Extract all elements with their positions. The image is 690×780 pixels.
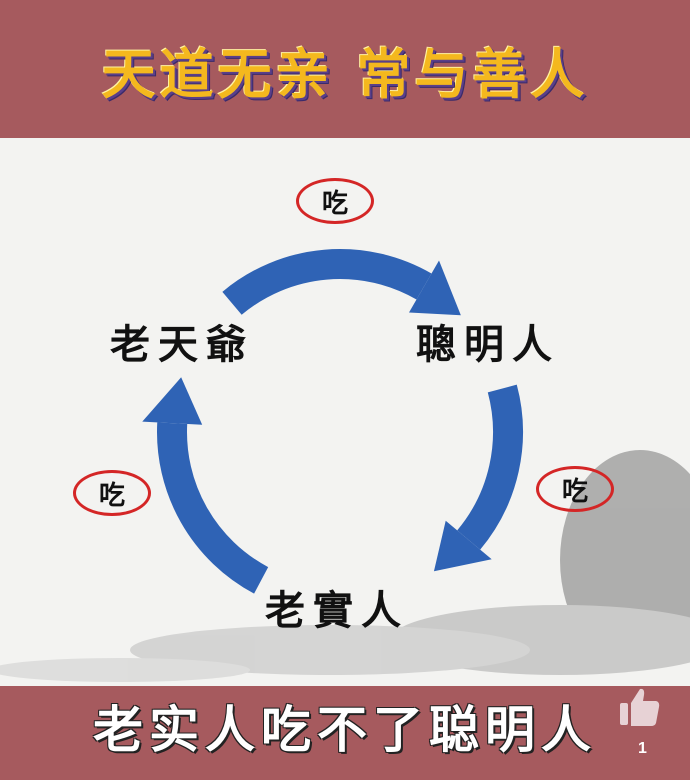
thumbs-up-icon[interactable] — [618, 685, 662, 729]
node-clever-people: 聰明人 — [416, 321, 560, 368]
edge-label-eat-right: 吃 — [536, 466, 614, 512]
header-banner: 天道无亲 常与善人 — [0, 0, 690, 138]
footer-banner: 老实人吃不了聪明人 — [0, 686, 690, 780]
edge-label-eat-left: 吃 — [73, 470, 151, 516]
edge-label-eat-top: 吃 — [296, 178, 374, 224]
node-heaven: 老天爺 — [110, 321, 254, 368]
like-count: 1 — [638, 740, 647, 757]
arrow-honest-to-heaven — [142, 377, 269, 594]
arrow-clever-to-honest — [433, 384, 523, 572]
caption: 老实人吃不了聪明人 — [93, 700, 597, 759]
node-honest-people: 老實人 — [265, 587, 409, 634]
arrow-heaven-to-clever — [222, 249, 461, 316]
page-title: 天道无亲 常与善人 — [101, 41, 589, 106]
